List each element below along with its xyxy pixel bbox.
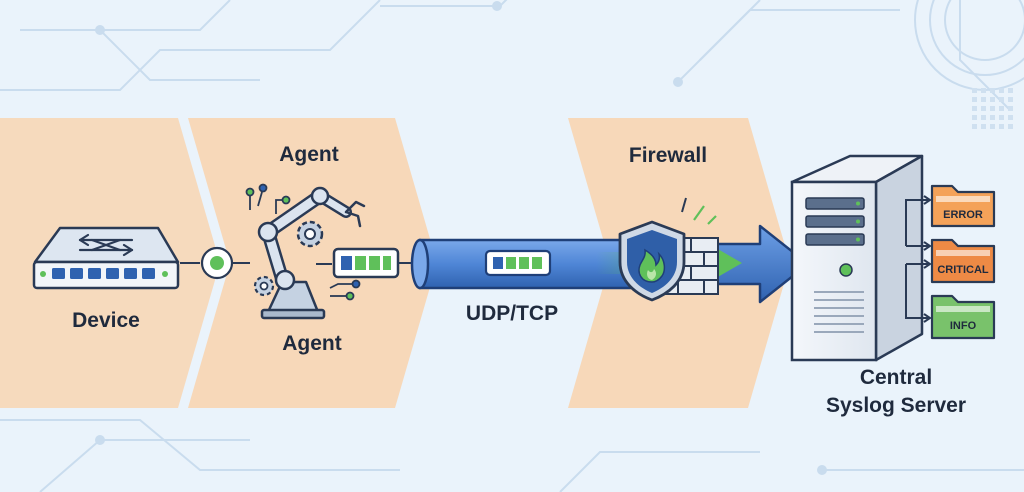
log-level-info: INFO	[950, 320, 977, 332]
gear-icon	[296, 220, 324, 248]
agent-buffer-icon	[316, 247, 430, 279]
circuit-nodes	[245, 183, 361, 301]
server-folder-links	[905, 195, 932, 323]
device-agent-connector	[180, 246, 250, 280]
shield-flame-icon	[618, 197, 717, 302]
device-label: Device	[72, 309, 140, 332]
small-gear-icon	[253, 275, 275, 297]
dot-grid	[972, 88, 1013, 129]
robotic-arm-icon	[257, 186, 366, 320]
folder-critical-icon: CRITICAL	[930, 238, 996, 284]
agent-top-label: Agent	[279, 143, 339, 166]
server-label-line2: Syslog Server	[826, 394, 966, 417]
firewall-label: Firewall	[629, 144, 707, 167]
network-switch-icon	[32, 226, 180, 290]
log-level-critical: CRITICAL	[937, 264, 989, 276]
agent-bottom-label: Agent	[282, 332, 342, 355]
folder-error-icon: ERROR	[930, 184, 996, 228]
folder-info-icon: INFO	[930, 294, 996, 340]
log-level-error: ERROR	[943, 209, 983, 221]
transport-label: UDP/TCP	[466, 302, 558, 325]
server-tower-icon	[790, 154, 924, 362]
server-label-line1: Central	[860, 366, 932, 389]
